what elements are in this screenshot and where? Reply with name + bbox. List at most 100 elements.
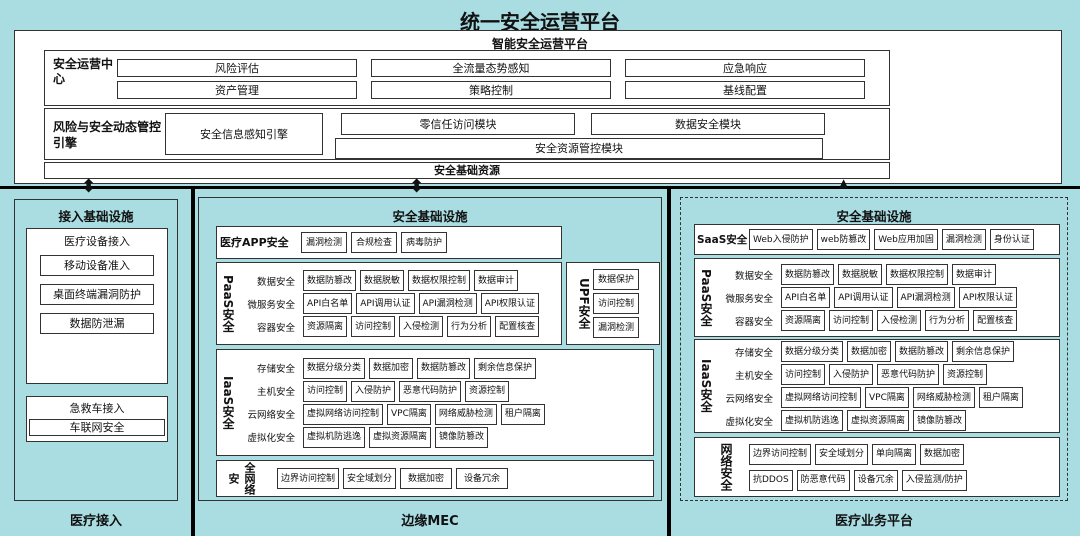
- feature-box[interactable]: 资源控制: [943, 364, 988, 385]
- feature-box[interactable]: 数据分级分类: [303, 357, 366, 379]
- feature-box[interactable]: 漏洞检测: [593, 317, 639, 338]
- row-group: 存储安全数据分级分类数据加密数据防篡改剩余信息保护主机安全访问控制入侵防护恶意代…: [715, 341, 1023, 431]
- feature-box[interactable]: 数据加密: [847, 341, 892, 362]
- feature-box[interactable]: 资源控制: [465, 380, 510, 402]
- feature-box[interactable]: 网络威胁检测: [434, 403, 497, 425]
- feature-box[interactable]: API白名单: [303, 293, 353, 314]
- access-item-box[interactable]: 数据防泄漏: [40, 313, 154, 334]
- feature-box[interactable]: 租户隔离: [500, 403, 545, 425]
- feature-box[interactable]: VPC隔离: [387, 403, 431, 425]
- feature-box[interactable]: 配置核查: [973, 310, 1018, 331]
- feature-box[interactable]: 数据权限控制: [408, 270, 471, 291]
- feature-box[interactable]: 入侵监测/防护: [901, 469, 967, 491]
- feature-box[interactable]: 病毒防护: [401, 232, 447, 253]
- feature-box[interactable]: 数据防篡改: [895, 341, 949, 362]
- feature-box[interactable]: 访问控制: [829, 310, 874, 331]
- feature-box[interactable]: API漏洞检测: [896, 287, 955, 308]
- feature-box[interactable]: API权限认证: [958, 287, 1017, 308]
- feature-box[interactable]: 资源隔离: [781, 310, 826, 331]
- feature-box[interactable]: 身份认证: [989, 229, 1034, 250]
- feature-box[interactable]: 边界访问控制: [749, 443, 812, 465]
- feature-box[interactable]: 数据脱敏: [360, 270, 405, 291]
- feature-box[interactable]: 镜像防篡改: [435, 426, 489, 448]
- feature-box[interactable]: 资源隔离: [303, 316, 348, 337]
- feature-box[interactable]: 漏洞检测: [941, 229, 986, 250]
- feature-box[interactable]: 剩余信息保护: [474, 357, 537, 379]
- feature-box[interactable]: 访问控制: [593, 293, 639, 314]
- feature-box[interactable]: 数据脱敏: [838, 264, 883, 285]
- engine-box[interactable]: 安全信息感知引擎: [165, 113, 323, 155]
- feature-box[interactable]: 配置核查: [495, 316, 540, 337]
- engine-box[interactable]: 安全资源管控模块: [335, 138, 823, 159]
- feature-box[interactable]: 虚拟资源隔离: [847, 410, 910, 431]
- feature-box[interactable]: 数据防篡改: [303, 270, 357, 291]
- feature-box[interactable]: API调用认证: [834, 287, 893, 308]
- feature-box[interactable]: web防篡改: [816, 229, 871, 250]
- ops-module-box[interactable]: 基线配置: [625, 81, 865, 99]
- feature-box[interactable]: 虚拟机防逃逸: [303, 426, 366, 448]
- feature-box[interactable]: 合规检查: [351, 232, 397, 253]
- feature-box[interactable]: 行为分析: [925, 310, 970, 331]
- feature-box[interactable]: API权限认证: [480, 293, 539, 314]
- feature-box[interactable]: 防恶意代码: [796, 469, 850, 491]
- feature-box[interactable]: 单向隔离: [872, 443, 917, 465]
- feature-box[interactable]: 安全域划分: [815, 443, 869, 465]
- feature-box[interactable]: 入侵防护: [351, 380, 396, 402]
- feature-box[interactable]: 漏洞检测: [301, 232, 347, 253]
- ops-module-box[interactable]: 风险评估: [117, 59, 357, 77]
- feature-box[interactable]: 设备冗余: [853, 469, 898, 491]
- feature-box[interactable]: 访问控制: [351, 316, 396, 337]
- feature-box[interactable]: 数据加密: [920, 443, 965, 465]
- ops-module-box[interactable]: 策略控制: [371, 81, 611, 99]
- feature-box[interactable]: 恶意代码防护: [877, 364, 940, 385]
- feature-box[interactable]: 租户隔离: [978, 387, 1023, 408]
- feature-box[interactable]: 虚拟资源隔离: [369, 426, 432, 448]
- ops-module-box[interactable]: 应急响应: [625, 59, 865, 77]
- feature-box[interactable]: 边界访问控制: [277, 468, 340, 489]
- feature-box[interactable]: API白名单: [781, 287, 831, 308]
- feature-box[interactable]: 虚拟网络访问控制: [303, 403, 384, 425]
- feature-box[interactable]: 访问控制: [303, 380, 348, 402]
- feature-box[interactable]: Web入侵防护: [749, 229, 813, 250]
- row-group: 存储安全数据分级分类数据加密数据防篡改剩余信息保护主机安全访问控制入侵防护恶意代…: [237, 357, 545, 448]
- feature-box[interactable]: 安全域划分: [343, 468, 397, 489]
- feature-box[interactable]: 网络威胁检测: [912, 387, 975, 408]
- feature-list: 虚拟机防逃逸虚拟资源隔离镜像防篡改: [303, 426, 489, 448]
- feature-box[interactable]: 数据审计: [474, 270, 519, 291]
- access-item-box[interactable]: 桌面终端漏洞防护: [40, 284, 154, 305]
- access-item-box[interactable]: 移动设备准入: [40, 255, 154, 276]
- engine-box[interactable]: 零信任访问模块: [341, 113, 575, 135]
- feature-box[interactable]: 数据加密: [400, 468, 453, 489]
- feature-box[interactable]: Web应用加固: [874, 229, 938, 250]
- feature-box[interactable]: 设备冗余: [456, 468, 509, 489]
- feature-box[interactable]: 恶意代码防护: [399, 380, 462, 402]
- feature-box[interactable]: API调用认证: [356, 293, 415, 314]
- feature-box[interactable]: 抗DDOS: [749, 469, 793, 491]
- ops-module-box[interactable]: 资产管理: [117, 81, 357, 99]
- feature-box[interactable]: 镜像防篡改: [913, 410, 967, 431]
- feature-box[interactable]: 入侵检测: [877, 310, 922, 331]
- feature-box[interactable]: 入侵防护: [829, 364, 874, 385]
- feature-box[interactable]: 数据保护: [593, 269, 639, 290]
- feature-box[interactable]: 入侵检测: [399, 316, 444, 337]
- section-label: PaaS安全: [221, 274, 235, 333]
- feature-box[interactable]: 访问控制: [781, 364, 826, 385]
- feature-box[interactable]: 虚拟网络访问控制: [781, 387, 862, 408]
- engine-box[interactable]: 数据安全模块: [591, 113, 825, 135]
- access-item-box[interactable]: 车联网安全: [29, 419, 165, 436]
- feature-box[interactable]: 数据防篡改: [781, 264, 835, 285]
- feature-box[interactable]: 数据防篡改: [417, 357, 471, 379]
- feature-box[interactable]: 数据分级分类: [781, 341, 844, 362]
- feature-box[interactable]: 数据加密: [369, 357, 414, 379]
- feature-box[interactable]: 数据权限控制: [886, 264, 949, 285]
- feature-row: 容器安全资源隔离访问控制入侵检测行为分析配置核查: [715, 310, 1018, 331]
- feature-box[interactable]: VPC隔离: [865, 387, 909, 408]
- feature-box[interactable]: 剩余信息保护: [952, 341, 1015, 362]
- security-foundation-resources[interactable]: 安全基础资源: [44, 162, 890, 179]
- feature-box[interactable]: API漏洞检测: [418, 293, 477, 314]
- feature-box[interactable]: 数据审计: [952, 264, 997, 285]
- feature-box[interactable]: 行为分析: [447, 316, 492, 337]
- feature-box[interactable]: 虚拟机防逃逸: [781, 410, 844, 431]
- ops-module-box[interactable]: 全流量态势感知: [371, 59, 611, 77]
